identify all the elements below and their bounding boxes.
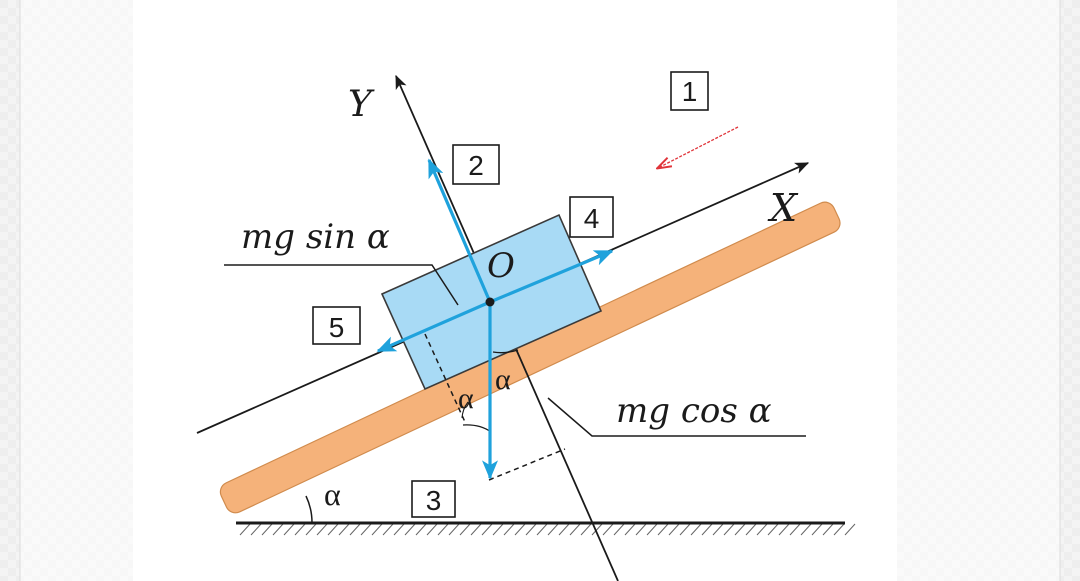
svg-text:3: 3 xyxy=(426,485,442,516)
svg-text:1: 1 xyxy=(682,76,698,107)
projection-dash-left xyxy=(424,333,466,423)
hatch-tick xyxy=(844,523,856,536)
hatch-tick xyxy=(459,523,471,536)
hatch-tick xyxy=(811,523,823,536)
hatch-tick xyxy=(349,523,361,536)
angle-arc-left xyxy=(461,401,469,419)
hatch-tick xyxy=(767,523,779,536)
projection-dash-right xyxy=(488,448,566,481)
incline-angle-arc xyxy=(305,495,313,524)
hatch-tick xyxy=(613,523,625,536)
angle-label-right: α xyxy=(495,363,511,396)
hatch-tick xyxy=(778,523,790,536)
mg-cos-leader xyxy=(547,397,806,437)
hatch-tick xyxy=(734,523,746,536)
mg-sin-label: mg sin α xyxy=(241,217,390,257)
label-box-5: 5 xyxy=(312,306,361,345)
origin-point xyxy=(485,297,495,307)
ground-hatching xyxy=(239,523,856,536)
hatch-tick xyxy=(514,523,526,536)
label-box-1: 1 xyxy=(670,71,709,111)
hatch-tick xyxy=(657,523,669,536)
hatch-tick xyxy=(712,523,724,536)
svg-text:4: 4 xyxy=(584,203,600,234)
friction-vector-up xyxy=(489,249,614,304)
hatch-tick xyxy=(250,523,262,536)
angle-arc-top xyxy=(492,349,519,354)
mg-sin-leader xyxy=(224,264,459,306)
hatch-tick xyxy=(294,523,306,536)
hatch-tick xyxy=(756,523,768,536)
hatch-tick xyxy=(679,523,691,536)
hatch-tick xyxy=(602,523,614,536)
hatch-tick xyxy=(690,523,702,536)
mg-cos-label: mg cos α xyxy=(616,391,772,431)
hatch-tick xyxy=(437,523,449,536)
hatch-tick xyxy=(393,523,405,536)
hatch-tick xyxy=(272,523,284,536)
hatch-tick xyxy=(591,523,603,536)
label-box-4: 4 xyxy=(569,196,614,238)
svg-text:5: 5 xyxy=(329,312,345,343)
hatch-tick xyxy=(360,523,372,536)
hatch-tick xyxy=(635,523,647,536)
hatch-tick xyxy=(316,523,328,536)
hatch-tick xyxy=(536,523,548,536)
hatch-tick xyxy=(800,523,812,536)
hatch-tick xyxy=(470,523,482,536)
hatch-tick xyxy=(382,523,394,536)
origin-label: O xyxy=(487,246,515,286)
hatch-tick xyxy=(723,523,735,536)
hatch-tick xyxy=(239,523,251,536)
hatch-tick xyxy=(371,523,383,536)
hatch-tick xyxy=(745,523,757,536)
motion-direction-arrow xyxy=(658,126,739,168)
hatch-tick xyxy=(426,523,438,536)
hatch-tick xyxy=(701,523,713,536)
hatch-tick xyxy=(503,523,515,536)
hatch-tick xyxy=(580,523,592,536)
hatch-tick xyxy=(404,523,416,536)
hatch-tick xyxy=(283,523,295,536)
hatch-tick xyxy=(415,523,427,536)
hatch-tick xyxy=(327,523,339,536)
hatch-tick xyxy=(261,523,273,536)
svg-text:2: 2 xyxy=(468,150,484,181)
hatch-tick xyxy=(448,523,460,536)
incline-angle-label: α xyxy=(324,476,341,512)
hatch-tick xyxy=(646,523,658,536)
hatch-tick xyxy=(668,523,680,536)
hatch-tick xyxy=(569,523,581,536)
force-vector-down-slope xyxy=(376,300,491,353)
label-box-3: 3 xyxy=(411,480,456,518)
hatch-tick xyxy=(833,523,845,536)
hatch-tick xyxy=(481,523,493,536)
hatch-tick xyxy=(558,523,570,536)
hatch-tick xyxy=(624,523,636,536)
x-axis-label: X xyxy=(767,186,799,230)
hatch-tick xyxy=(547,523,559,536)
hatch-tick xyxy=(492,523,504,536)
hatch-tick xyxy=(789,523,801,536)
hatch-tick xyxy=(305,523,317,536)
normal-force-vector xyxy=(427,158,492,303)
hatch-tick xyxy=(338,523,350,536)
hatch-tick xyxy=(822,523,834,536)
hatch-tick xyxy=(525,523,537,536)
label-box-2: 2 xyxy=(452,144,500,185)
angle-label-left: α xyxy=(458,382,474,415)
y-axis-label: Y xyxy=(348,84,375,125)
